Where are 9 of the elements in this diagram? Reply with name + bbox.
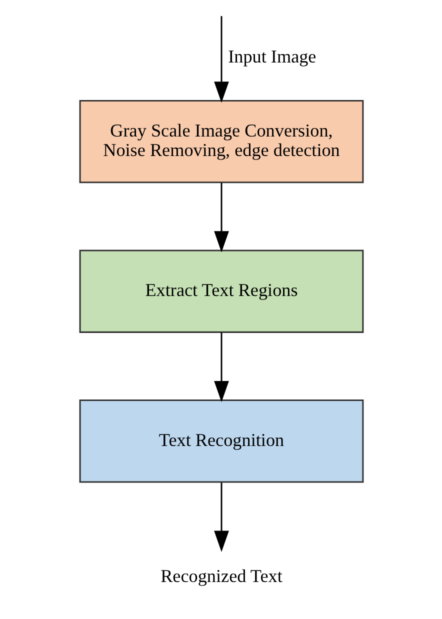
node-box: Gray Scale Image Conversion, Noise Removing, edge detection [78, 100, 364, 184]
node-box: Extract Text Regions [78, 250, 364, 333]
arrow [214, 16, 228, 103]
node-text: Recognized Text [160, 566, 282, 586]
arrow [214, 332, 228, 402]
edge-label: Input Image [228, 46, 316, 66]
node-box: Text Recognition [78, 400, 364, 483]
arrow [214, 482, 228, 552]
arrow [214, 182, 228, 252]
